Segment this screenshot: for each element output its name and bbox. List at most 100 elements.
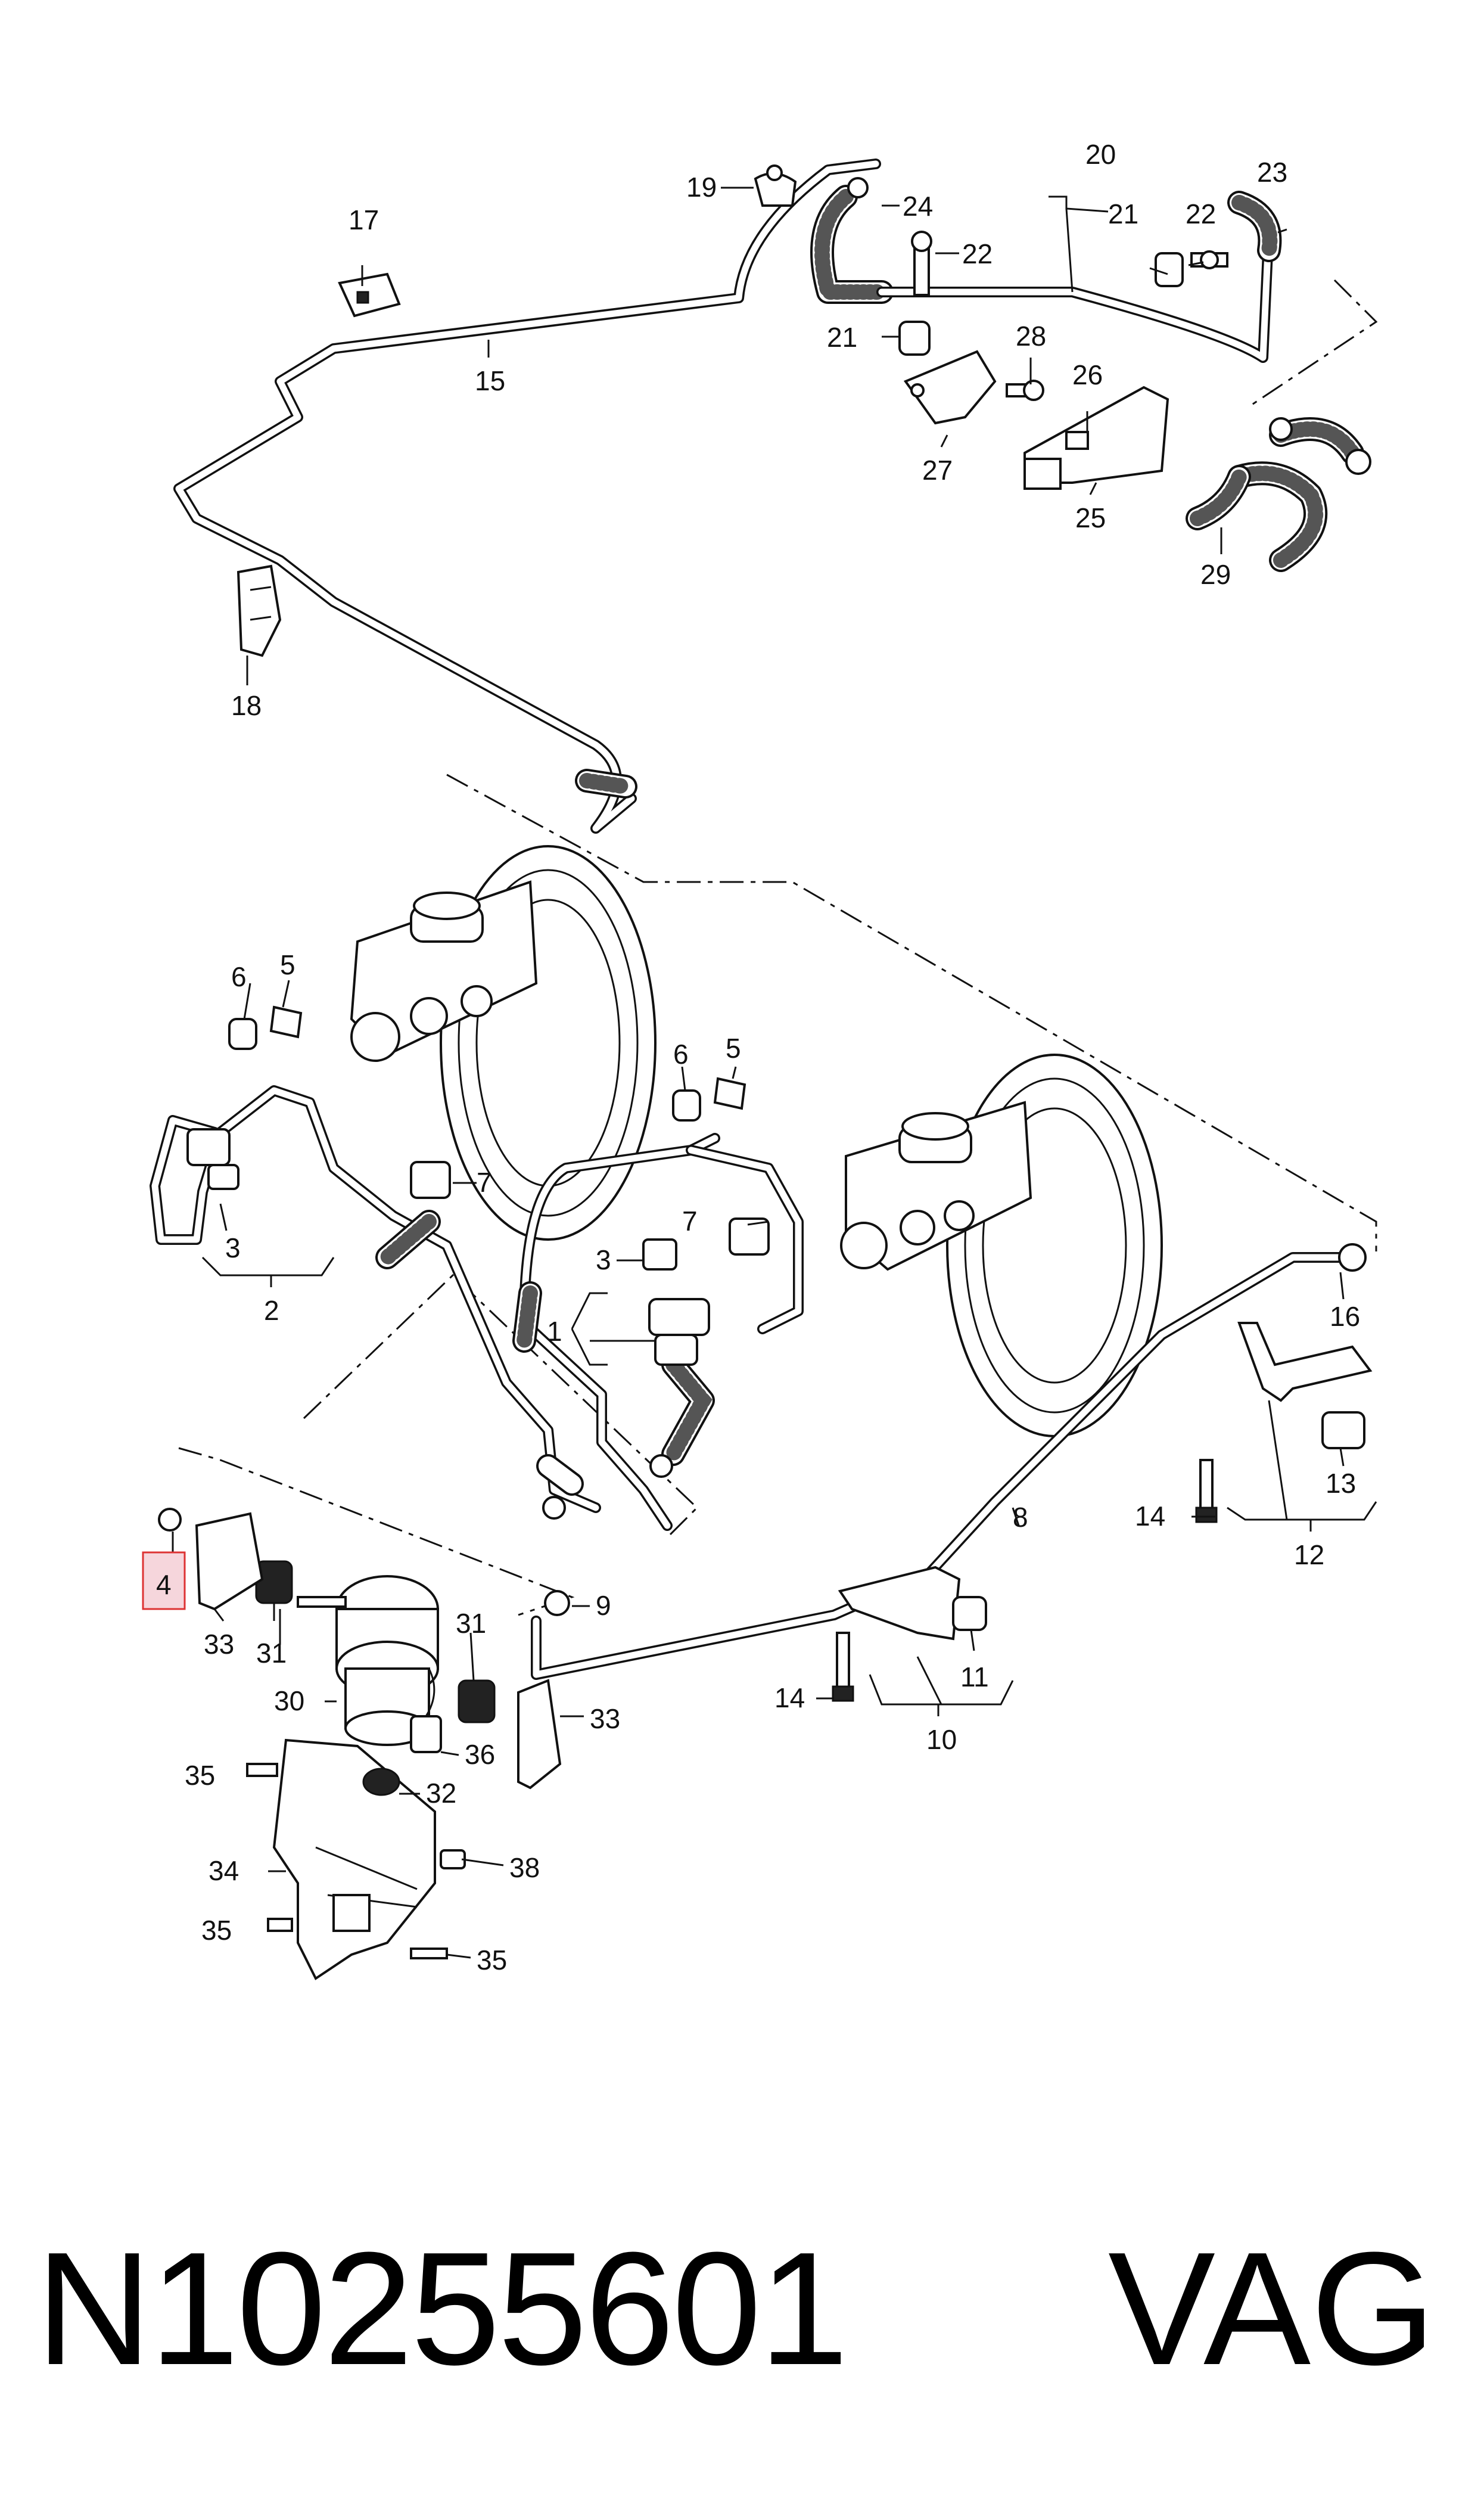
callout-19: 19: [686, 172, 717, 203]
callout-3-right: 3: [596, 1244, 611, 1275]
callout-5-left: 5: [280, 949, 295, 980]
clip-7-left: [410, 1161, 451, 1199]
callout-7-right: 7: [682, 1206, 698, 1237]
damper-31-right: [458, 1679, 496, 1723]
callout-12: 12: [1294, 1539, 1324, 1570]
callout-20: 20: [1085, 139, 1116, 170]
callout-25: 25: [1075, 502, 1106, 533]
callout-33-left: 33: [204, 1629, 234, 1660]
clip-38: [440, 1849, 466, 1869]
bolt-22-right: [1190, 250, 1228, 269]
callout-16: 16: [1330, 1301, 1360, 1332]
callout-27: 27: [922, 455, 953, 486]
callout-22-middle: 22: [962, 238, 993, 269]
callout-18: 18: [231, 690, 262, 721]
connector-3-right: [642, 1238, 677, 1271]
highlight-box-part-4: [142, 1551, 186, 1610]
clip-17: [338, 272, 401, 318]
callout-10: 10: [926, 1724, 957, 1755]
damper-31-left: [255, 1560, 293, 1604]
clip-6-left: [228, 1018, 257, 1050]
vacuum-line-2: [150, 1085, 601, 1520]
dash-group-upper: [446, 774, 1377, 1251]
connector-36: [410, 1668, 442, 1753]
hose-assembly-20: [810, 177, 1282, 363]
callout-15: 15: [475, 365, 505, 396]
callout-21-top: 21: [1108, 198, 1138, 229]
bracket-10: [838, 1566, 961, 1641]
hose-29: [1186, 417, 1371, 572]
callout-38: 38: [509, 1852, 540, 1883]
callout-36: 36: [465, 1739, 495, 1770]
bracket-27: [903, 350, 997, 425]
bolt-14-right: [1195, 1459, 1218, 1523]
clip-13: [1321, 1411, 1365, 1449]
callout-32: 32: [426, 1778, 456, 1809]
bracket-18: [237, 564, 282, 657]
callout-8: 8: [1013, 1502, 1028, 1533]
bracket-12: [1237, 1322, 1373, 1402]
clip-6-right: [672, 1089, 701, 1122]
callout-13: 13: [1326, 1468, 1356, 1499]
callout-14-left: 14: [774, 1682, 805, 1713]
callout-2: 2: [264, 1295, 279, 1326]
callout-6-right: 6: [673, 1039, 689, 1070]
callout-14-right: 14: [1135, 1501, 1165, 1532]
callout-6-left: 6: [231, 961, 247, 992]
clip-21-lower: [898, 321, 931, 356]
bracket-33-right: [517, 1679, 562, 1790]
vacuum-line-8: [531, 1243, 1367, 1680]
callout-21-lower: 21: [827, 322, 857, 353]
callout-33-right: 33: [590, 1703, 620, 1734]
callout-1: 1: [547, 1316, 562, 1347]
bracket-33-left: [195, 1512, 264, 1611]
callout-26: 26: [1072, 359, 1103, 390]
bolt-35-a: [246, 1763, 278, 1777]
callout-30: 30: [274, 1685, 304, 1716]
callout-3-left: 3: [225, 1232, 241, 1263]
vacuum-line-15: [173, 159, 881, 834]
callout-4: 4: [156, 1569, 172, 1600]
callout-35-bottom: 35: [477, 1945, 507, 1976]
part-number-label: N10255601: [36, 2219, 848, 2399]
callout-24: 24: [903, 191, 933, 222]
vacuum-pump-30: [297, 1575, 439, 1746]
clip-7-right: [729, 1217, 770, 1256]
clip-5-right: [713, 1077, 746, 1110]
callout-35-middle: 35: [201, 1915, 232, 1946]
bolt-28: [1006, 380, 1044, 401]
brand-label: VAG: [1108, 2219, 1436, 2399]
leader-lines: [172, 187, 1377, 1959]
callout-31-right: 31: [456, 1608, 486, 1639]
bolt-35-b: [267, 1918, 293, 1932]
callout-22-top-right: 22: [1186, 198, 1216, 229]
brake-booster-left: [350, 845, 657, 1241]
grommet-32: [362, 1768, 400, 1796]
clip-11: [952, 1596, 987, 1631]
callout-23: 23: [1257, 157, 1287, 188]
seal-4: [158, 1508, 182, 1532]
callout-28: 28: [1016, 321, 1046, 352]
clip-21-upper: [1155, 252, 1184, 287]
callout-31-left: 31: [256, 1638, 287, 1669]
dash-group-top-right: [1250, 279, 1378, 406]
bracket-34: [272, 1738, 436, 1980]
callout-29: 29: [1200, 559, 1231, 590]
bolt-35-c: [410, 1948, 448, 1959]
callout-7-left: 7: [477, 1167, 492, 1198]
brake-booster-right: [840, 1054, 1163, 1437]
clip-5-left: [269, 1005, 303, 1039]
bolt-26: [1065, 431, 1089, 450]
callout-labels: 19 24 20 23 17 21 22 22 15 21 28 26 27 2…: [156, 139, 1360, 1976]
callout-11: 11: [960, 1661, 989, 1692]
callout-5-right: 5: [726, 1033, 741, 1064]
bolt-22: [911, 231, 932, 296]
clip-19: [754, 164, 797, 207]
callout-17: 17: [349, 204, 379, 235]
callout-9: 9: [596, 1590, 611, 1621]
vacuum-line-1: [512, 1133, 804, 1531]
bolt-14-left: [832, 1632, 854, 1702]
callout-34: 34: [209, 1855, 239, 1886]
